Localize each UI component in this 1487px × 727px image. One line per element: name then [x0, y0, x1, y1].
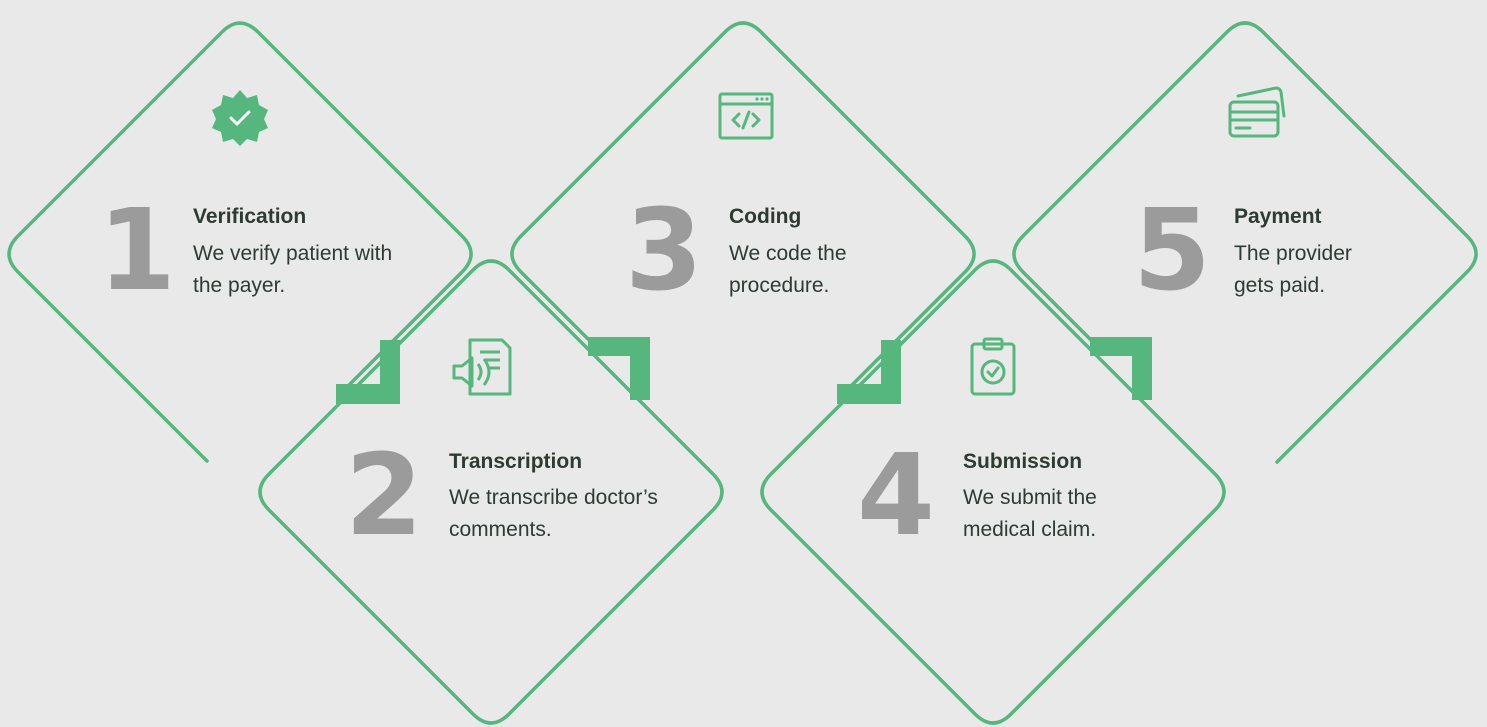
step-2-title: Transcription [449, 450, 583, 473]
diamond-4-outline [760, 259, 1226, 725]
step-5-number: 5 [1133, 186, 1211, 316]
diamond-1-outline [7, 21, 473, 463]
diamond-3-outline [510, 21, 976, 393]
step-4-description: We submit the medical claim. [963, 486, 1097, 541]
connector-4-5 [1090, 337, 1152, 400]
audio-document-icon [452, 338, 512, 396]
connector-3-4 [837, 340, 901, 404]
connector-1-2 [336, 340, 400, 404]
code-window-icon [718, 92, 774, 140]
step-3-title: Coding [729, 205, 802, 228]
connector-2-3 [588, 337, 650, 400]
connectors [336, 337, 1152, 404]
diamonds [7, 21, 1478, 725]
diamond-5-outline [1012, 21, 1478, 464]
step-1-number: 1 [98, 186, 176, 316]
step-1-description: We verify patient with the payer. [193, 242, 393, 297]
step-5-title: Payment [1234, 205, 1322, 228]
step-5-description: The provider gets paid. [1234, 242, 1352, 297]
step-3-number: 3 [625, 186, 703, 316]
step-2-number: 2 [345, 431, 423, 561]
step-4-title: Submission [963, 450, 1083, 473]
step-4-number: 4 [857, 431, 935, 561]
clipboard-check-icon [970, 337, 1016, 396]
step-3-description: We code the procedure. [729, 242, 847, 297]
step-1-title: Verification [193, 205, 307, 228]
step-2-description: We transcribe doctor’s comments. [449, 486, 658, 541]
credit-cards-icon [1228, 86, 1286, 138]
verified-badge-icon [212, 90, 268, 146]
diamond-2-outline [258, 259, 724, 725]
